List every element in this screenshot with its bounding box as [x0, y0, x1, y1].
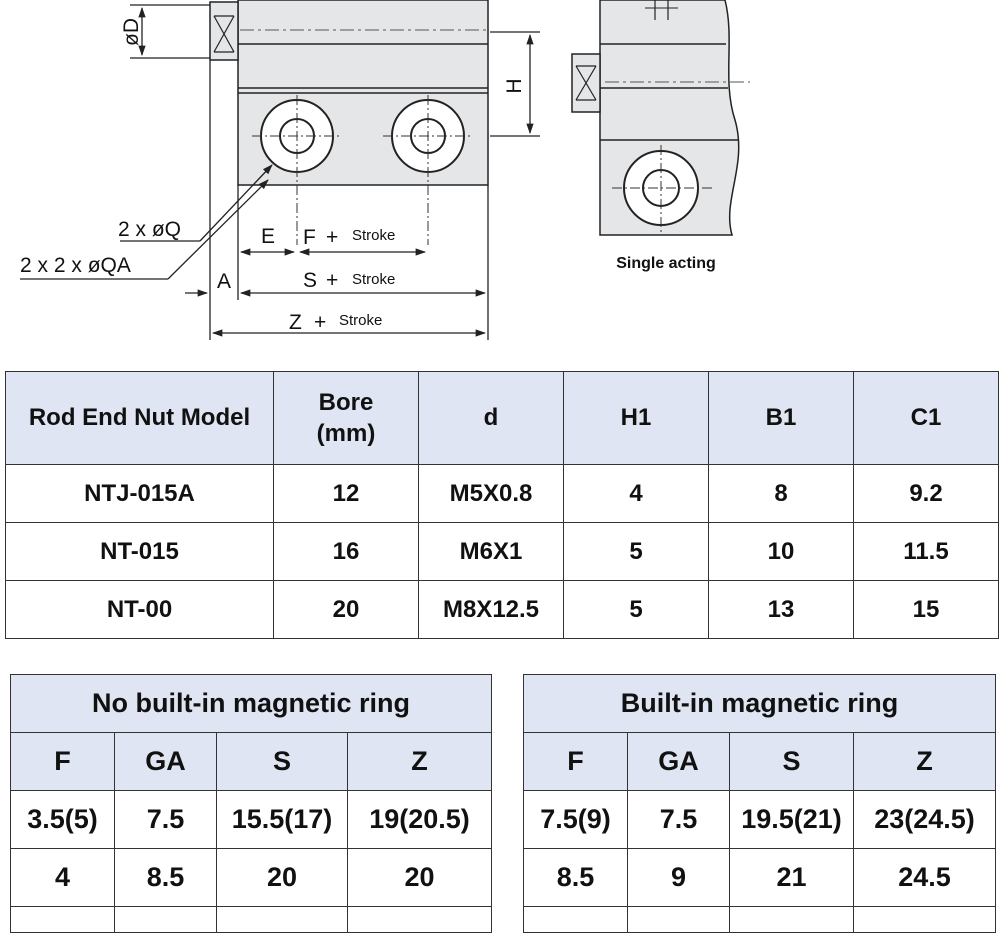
cell-f: 8.5 — [523, 848, 628, 907]
dim-plus-f: + — [326, 226, 338, 249]
cell-b1: 8 — [708, 464, 854, 523]
cell-model: NT-00 — [5, 580, 274, 639]
header-f: F — [10, 732, 115, 791]
cell-z: 23(24.5) — [852, 790, 997, 849]
cell-c1: 11.5 — [853, 522, 999, 581]
cell-f: 4 — [10, 848, 115, 907]
cell-s: 15.5(17) — [216, 790, 348, 849]
cell-ga: 7.5 — [627, 790, 730, 849]
table-row: NTJ-015A 12 M5X0.8 4 8 9.2 — [5, 464, 999, 523]
table-row — [10, 906, 492, 933]
cell-s: 20 — [216, 848, 348, 907]
cell-ga: 7.5 — [114, 790, 217, 849]
table-row: 3.5(5) 7.5 15.5(17) 19(20.5) — [10, 790, 492, 849]
dim-plus-s: + — [326, 269, 338, 292]
cell-z: 20 — [347, 848, 492, 907]
header-s: S — [729, 732, 854, 791]
dim-label-qa: 2 x 2 x øQA — [20, 254, 131, 277]
table-row: 8.5 9 21 24.5 — [523, 848, 997, 907]
header-ga: GA — [627, 732, 730, 791]
header-bore: Bore (mm) — [273, 371, 419, 465]
dim-label-a: A — [217, 270, 231, 293]
cell-z: 24.5 — [852, 848, 997, 907]
header-s: S — [216, 732, 348, 791]
dim-stroke-z: Stroke — [339, 312, 382, 329]
no-magnet-table-title: No built-in magnetic ring — [10, 674, 492, 733]
magnet-table-title: Built-in magnetic ring — [522, 674, 997, 733]
header-f: F — [523, 732, 628, 791]
cell-s: 19.5(21) — [729, 790, 854, 849]
table-row: 7.5(9) 7.5 19.5(21) 23(24.5) — [523, 790, 997, 849]
cylinder-front-view — [209, 0, 490, 245]
header-ga: GA — [114, 732, 217, 791]
cell-ga: 9 — [627, 848, 730, 907]
cell-h1: 4 — [563, 464, 709, 523]
cell-h1: 5 — [563, 522, 709, 581]
dim-label-s: S — [303, 269, 317, 292]
cell-model: NT-015 — [5, 522, 274, 581]
cell-f: 3.5(5) — [10, 790, 115, 849]
dim-stroke-f: Stroke — [352, 227, 395, 244]
cell-b1: 10 — [708, 522, 854, 581]
cell-h1: 5 — [563, 580, 709, 639]
single-acting-caption: Single acting — [616, 255, 716, 272]
no-magnet-dimension-table: No built-in magnetic ring F GA S Z 3.5(5… — [10, 674, 492, 933]
dimension-lines — [20, 4, 540, 340]
header-z: Z — [347, 732, 492, 791]
header-z: Z — [852, 732, 997, 791]
table-row: 4 8.5 20 20 — [10, 848, 492, 907]
table-row: NT-00 20 M8X12.5 5 13 15 — [5, 580, 999, 639]
dim-label-f: F — [303, 226, 316, 249]
cell-c1: 9.2 — [853, 464, 999, 523]
dim-label-h: H — [503, 78, 526, 93]
header-d: d — [418, 371, 564, 465]
dim-label-z: Z — [289, 311, 302, 334]
cell-b1: 13 — [708, 580, 854, 639]
dim-label-e: E — [261, 225, 275, 248]
dim-label-d: øD — [120, 18, 143, 46]
header-b1: B1 — [708, 371, 854, 465]
cell-bore: 20 — [273, 580, 419, 639]
magnet-dimension-table: Built-in magnetic ring F GA S Z 7.5(9) 7… — [522, 674, 997, 933]
cylinder-dimension-drawing: øD H 2 x øQ 2 x 2 x øQA E F + Stroke A S… — [20, 0, 750, 340]
cell-d: M5X0.8 — [418, 464, 564, 523]
cell-c1: 15 — [853, 580, 999, 639]
cell-d: M6X1 — [418, 522, 564, 581]
dim-label-q: 2 x øQ — [118, 218, 181, 241]
dim-stroke-s: Stroke — [352, 271, 395, 288]
header-rod-end-nut-model: Rod End Nut Model — [5, 371, 274, 465]
cylinder-side-view — [571, 0, 750, 236]
cell-bore: 12 — [273, 464, 419, 523]
rod-end-nut-table: Rod End Nut Model Bore (mm) d H1 B1 C1 N… — [5, 371, 999, 639]
header-h1: H1 — [563, 371, 709, 465]
dim-plus-z: + — [314, 311, 326, 334]
cell-d: M8X12.5 — [418, 580, 564, 639]
cell-f: 7.5(9) — [523, 790, 628, 849]
cell-s: 21 — [729, 848, 854, 907]
cell-model: NTJ-015A — [5, 464, 274, 523]
header-c1: C1 — [853, 371, 999, 465]
table-row — [523, 906, 997, 933]
cell-z: 19(20.5) — [347, 790, 492, 849]
mounting-hole-left — [252, 95, 342, 245]
mounting-hole-right — [383, 95, 473, 245]
cell-ga: 8.5 — [114, 848, 217, 907]
table-row: NT-015 16 M6X1 5 10 11.5 — [5, 522, 999, 581]
cell-bore: 16 — [273, 522, 419, 581]
